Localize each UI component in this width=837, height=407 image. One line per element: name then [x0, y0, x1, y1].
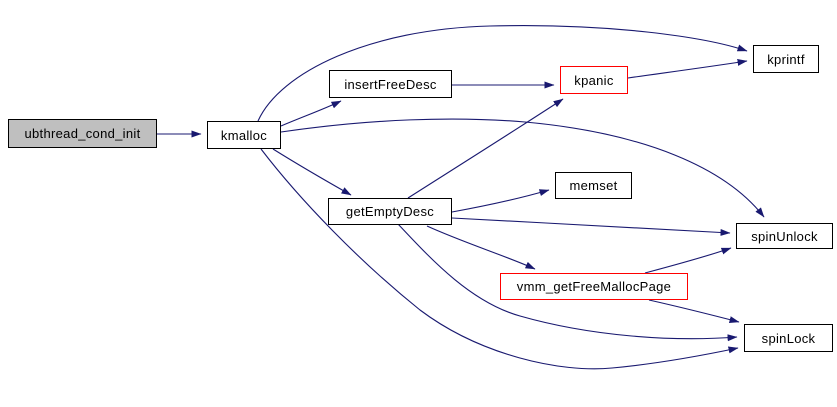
edge-getEmptyDesc--spinUnlock: [451, 217, 731, 236]
edge-kmalloc--spinUnlock: [280, 118, 765, 218]
node-label: kprintf: [767, 51, 805, 67]
node-label: kmalloc: [220, 127, 268, 143]
node-label: getEmptyDesc: [345, 204, 435, 219]
edge-vmm_getFreeMallocPage--spinLock: [648, 299, 740, 324]
edge-getEmptyDesc--kpanic: [407, 98, 564, 199]
node-label: kpanic: [574, 72, 614, 88]
node-ubthread-cond-init: ubthread_cond_init: [8, 119, 157, 148]
node-kprintf[interactable]: kprintf: [753, 45, 819, 73]
node-label: memset: [569, 178, 618, 193]
node-memset[interactable]: memset: [555, 172, 632, 199]
node-kmalloc[interactable]: kmalloc: [207, 121, 281, 149]
edge-vmm_getFreeMallocPage--spinUnlock: [644, 247, 732, 274]
node-insertfreedesc[interactable]: insertFreeDesc: [329, 70, 452, 98]
node-label: insertFreeDesc: [344, 76, 437, 92]
node-getemptydesc[interactable]: getEmptyDesc: [328, 198, 452, 225]
node-label: vmm_getFreeMallocPage: [516, 279, 672, 294]
edge-kmalloc--getEmptyDesc: [272, 148, 352, 196]
node-label: spinUnlock: [751, 228, 818, 244]
edge-kmalloc--kprintf: [257, 25, 748, 122]
edge-kmalloc--insertFreeDesc: [280, 100, 342, 127]
edge-getEmptyDesc--vmm_getFreeMallocPage: [426, 225, 536, 270]
node-label: spinLock: [761, 330, 816, 346]
edge-getEmptyDesc--memset: [451, 189, 550, 213]
node-spinunlock[interactable]: spinUnlock: [736, 223, 833, 249]
edge-getEmptyDesc--spinLock: [397, 223, 738, 342]
edge-kpanic--kprintf: [627, 58, 748, 79]
node-label: ubthread_cond_init: [24, 126, 141, 141]
node-vmm-getfreemallocpage[interactable]: vmm_getFreeMallocPage: [500, 273, 688, 300]
node-kpanic[interactable]: kpanic: [560, 66, 628, 94]
edge-kmalloc--spinLock: [260, 148, 739, 370]
node-spinlock[interactable]: spinLock: [744, 324, 833, 352]
